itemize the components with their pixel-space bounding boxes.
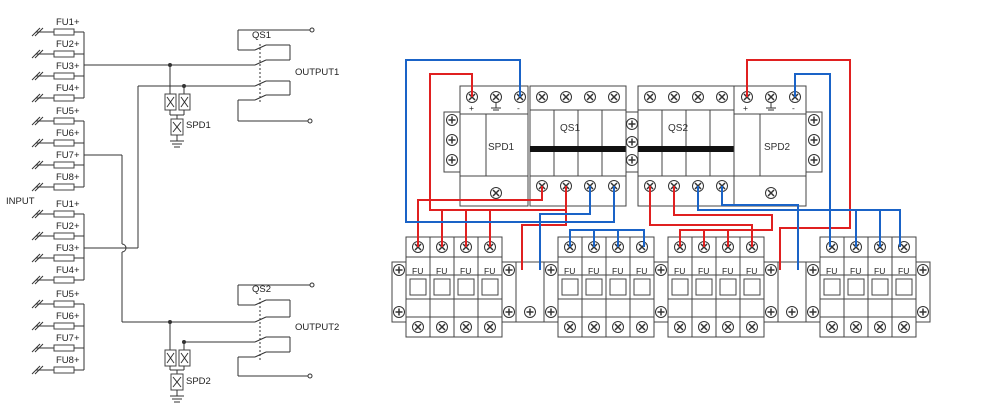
fuse-block-4: FU FU FU FU (805, 237, 931, 337)
spd2-plus: + (743, 103, 748, 113)
spd2-symbol: SPD2 (164, 320, 255, 403)
qs2-device: QS2 (637, 85, 735, 207)
fuse-label: FU7+ (56, 333, 80, 344)
spd1-plus: + (469, 103, 474, 113)
fuse-label: FU2+ (56, 39, 80, 50)
ground-icon (491, 103, 501, 111)
spd1-label: SPD1 (186, 120, 211, 131)
fuse-group-bottom: FU1+ FU2+ FU3+ FU4+ FU5+ FU6+ FU7+ FU8+ (31, 199, 85, 375)
ground-icon (766, 103, 776, 111)
output1-label: OUTPUT1 (295, 67, 339, 78)
fu-label: FU (746, 266, 757, 276)
fu-label: FU (612, 266, 623, 276)
qs2-symbol: QS2 OUTPUT2 (237, 282, 339, 379)
spd2-device: + - SPD2 (733, 85, 823, 207)
fuse-block-1: FU FU FU FU (391, 237, 517, 337)
fu-label: FU (874, 266, 885, 276)
fu-label: FU (484, 266, 495, 276)
fu-label: FU (674, 266, 685, 276)
spd2-minus: - (792, 103, 795, 113)
spd2-device-label: SPD2 (764, 142, 791, 153)
fu-label: FU (826, 266, 837, 276)
fuse-block-3: FU FU FU FU (668, 237, 779, 337)
fuse-label: FU7+ (56, 150, 80, 161)
qs2-label: QS2 (252, 284, 271, 295)
fuse-label: FU1+ (56, 17, 80, 28)
output2-label: OUTPUT2 (295, 322, 339, 333)
fu-label: FU (898, 266, 909, 276)
fuse-label: FU6+ (56, 311, 80, 322)
fuse-label: FU4+ (56, 265, 80, 276)
fu-label: FU (588, 266, 599, 276)
fuse-label: FU8+ (56, 172, 80, 183)
fuse-group-top: FU1+ FU2+ FU3+ FU4+ FU5+ FU6+ FU7+ FU8+ (31, 17, 85, 192)
spd2-label: SPD2 (186, 376, 211, 387)
input-label: INPUT (6, 196, 35, 207)
spd1-symbol: SPD1 (164, 63, 211, 148)
qs2-device-label: QS2 (668, 123, 688, 134)
qs1-label: QS1 (252, 30, 271, 41)
wiring-layout: + - SPD1 QS1 (391, 59, 931, 337)
spd1-device-label: SPD1 (488, 142, 515, 153)
negative-wires (405, 59, 901, 270)
fu-label: FU (636, 266, 647, 276)
fuse-label: FU5+ (56, 289, 80, 300)
spd1-minus: - (517, 103, 520, 113)
fu-label: FU (436, 266, 447, 276)
fuse-label: FU1+ (56, 199, 80, 210)
fuse-label: FU2+ (56, 221, 80, 232)
fuse-label: FU6+ (56, 128, 80, 139)
positive-wires (417, 59, 851, 270)
fuse-label: FU3+ (56, 61, 80, 72)
fuse-label: FU3+ (56, 243, 80, 254)
qs1-symbol: QS1 OUTPUT1 (237, 27, 339, 124)
qs1-device: QS1 (529, 85, 627, 207)
fu-label: FU (460, 266, 471, 276)
schematic: FU1+ FU2+ FU3+ FU4+ FU5+ FU6+ FU7+ FU8+ … (6, 17, 339, 403)
fuse-label: FU4+ (56, 83, 80, 94)
fuse-label: FU5+ (56, 106, 80, 117)
spd1-device: + - SPD1 (443, 85, 529, 207)
fu-label: FU (722, 266, 733, 276)
fu-label: FU (564, 266, 575, 276)
fu-label: FU (412, 266, 423, 276)
fu-label: FU (698, 266, 709, 276)
fuse-label: FU8+ (56, 355, 80, 366)
fu-label: FU (850, 266, 861, 276)
qs1-device-label: QS1 (560, 123, 580, 134)
fuse-block-2: FU FU FU FU (543, 237, 669, 337)
